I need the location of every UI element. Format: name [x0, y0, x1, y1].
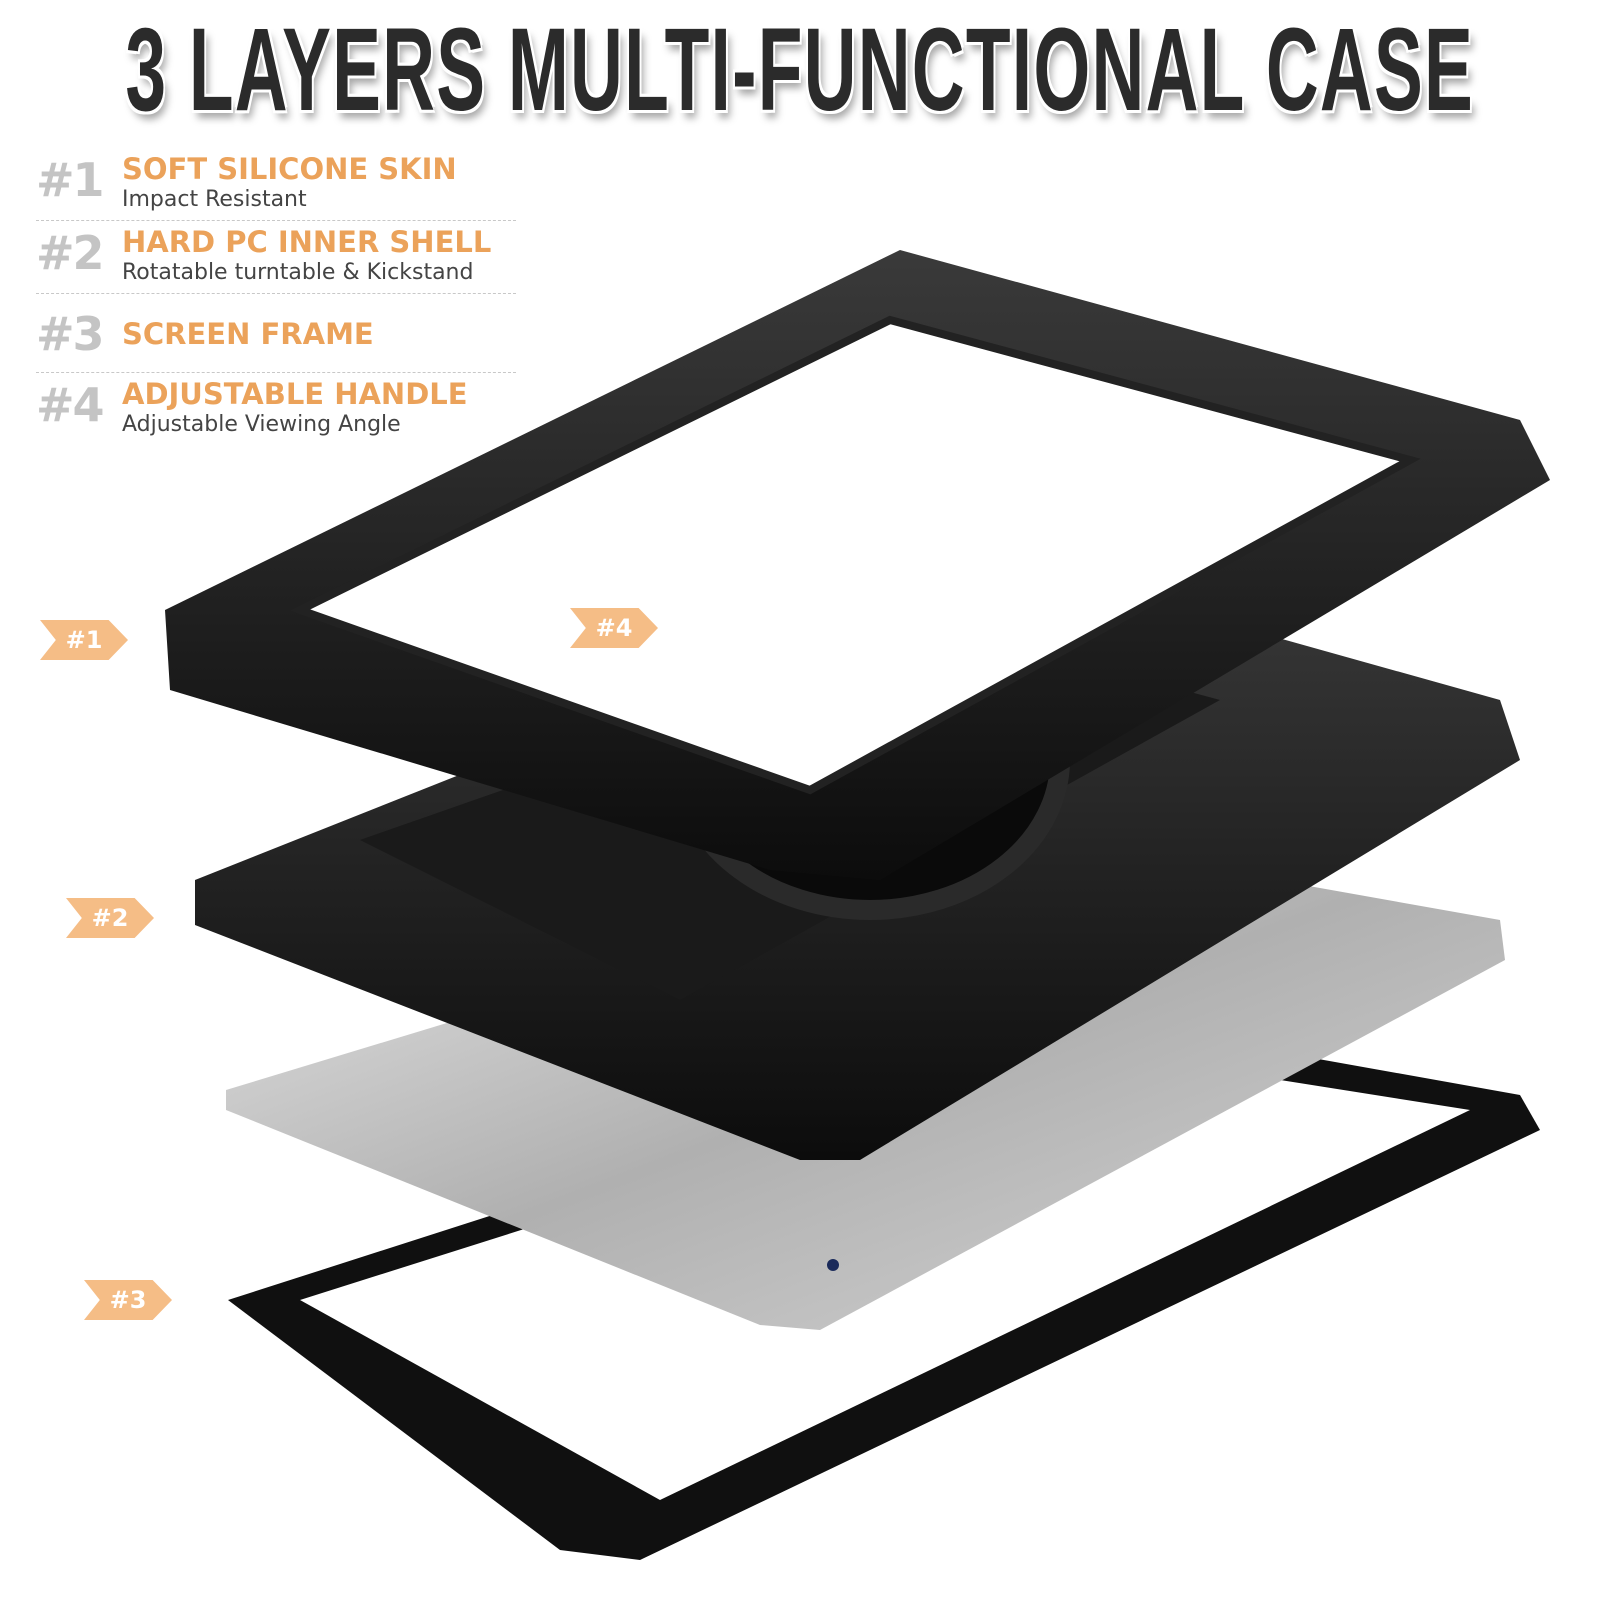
title-text: 3 LAYERS MULTI-FUNCTIONAL CASE [125, 4, 1475, 136]
silicone-skin [165, 250, 1550, 880]
callout-tag-1: #1 [40, 620, 128, 660]
feature-number: #1 [36, 153, 105, 207]
feature-number: #3 [36, 307, 105, 361]
feature-item-4: #4 ADJUSTABLE HANDLE Adjustable Viewing … [36, 373, 516, 445]
feature-item-1: #1 SOFT SILICONE SKIN Impact Resistant [36, 148, 516, 221]
feature-number: #4 [36, 378, 105, 432]
feature-heading: ADJUSTABLE HANDLE [122, 377, 468, 411]
feature-heading: SCREEN FRAME [122, 317, 374, 351]
feature-heading: HARD PC INNER SHELL [122, 225, 492, 259]
feature-heading: SOFT SILICONE SKIN [122, 152, 457, 186]
feature-item-3: #3 SCREEN FRAME [36, 294, 516, 373]
callout-tag-2: #2 [66, 898, 154, 938]
banner-title: 3 LAYERS MULTI-FUNCTIONAL CASE [0, 0, 1600, 140]
feature-number: #2 [36, 226, 105, 280]
feature-list: #1 SOFT SILICONE SKIN Impact Resistant #… [36, 148, 516, 445]
feature-subtitle: Rotatable turntable & Kickstand [122, 260, 474, 285]
feature-subtitle: Impact Resistant [122, 187, 307, 212]
feature-subtitle: Adjustable Viewing Angle [122, 412, 401, 437]
feature-item-2: #2 HARD PC INNER SHELL Rotatable turntab… [36, 221, 516, 294]
